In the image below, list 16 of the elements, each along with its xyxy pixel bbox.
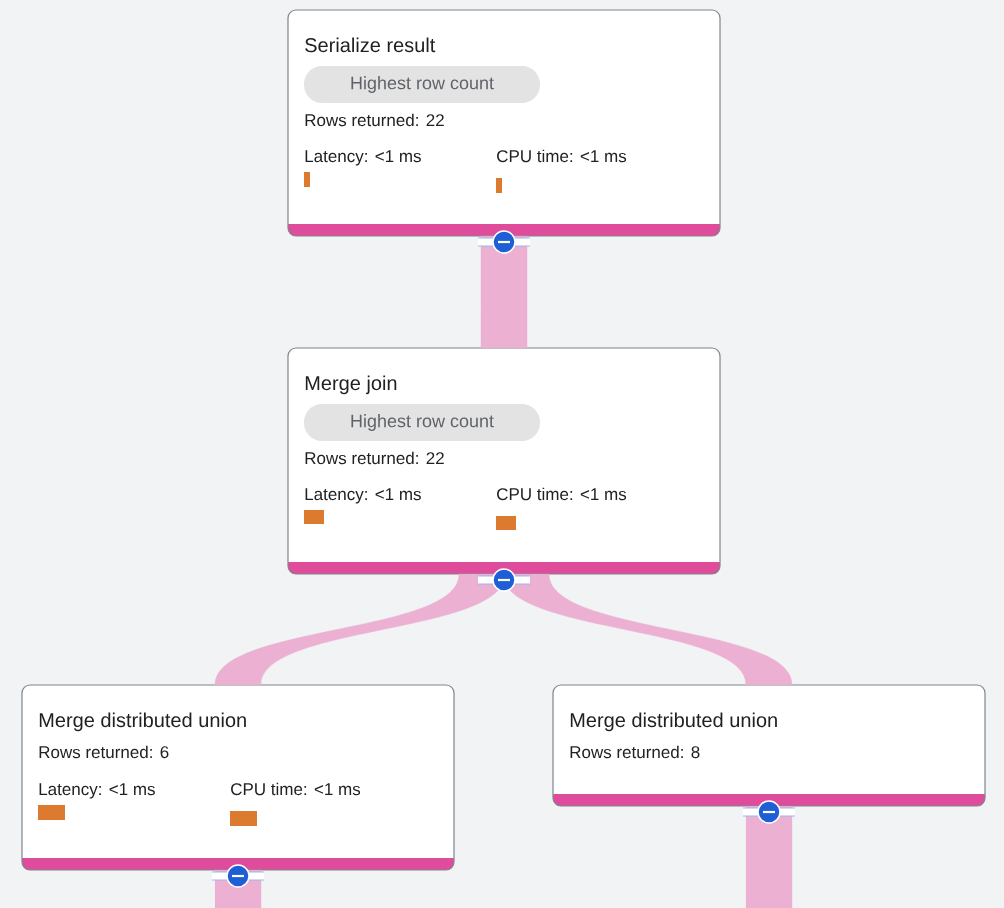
card-title: Serialize result	[305, 37, 436, 53]
badge: Highest row count	[304, 66, 540, 103]
latency-text: Latency: <1 ms	[305, 488, 421, 504]
row-count-text: Rows returned: 6	[39, 745, 169, 759]
row-count-text: Rows returned: 22	[305, 451, 444, 465]
latency-text: Latency: <1 ms	[39, 783, 155, 799]
cpu-time-text: CPU time: <1 ms	[231, 782, 361, 796]
latency-text: Latency: <1 ms	[305, 150, 421, 166]
card-title: Merge distributed union	[39, 712, 246, 732]
row-count-text: Rows returned: 8	[570, 745, 700, 759]
badge: Highest row count	[304, 404, 540, 441]
cpu-time-text: CPU time: <1 ms	[497, 149, 627, 163]
card-title: Merge distributed union	[570, 712, 777, 732]
card-title: Merge join	[305, 375, 397, 395]
cpu-time-text: CPU time: <1 ms	[497, 487, 627, 501]
row-count-text: Rows returned: 22	[305, 113, 444, 127]
